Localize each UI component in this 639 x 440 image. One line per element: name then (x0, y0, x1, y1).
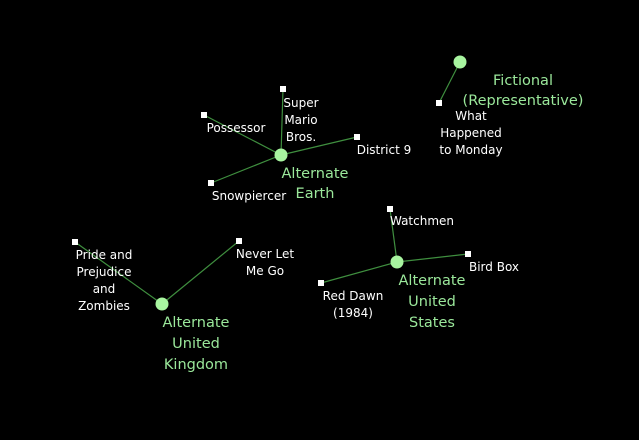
leaf-label-what-happened-line: to Monday (439, 143, 502, 157)
hub-label-earth-line: Earth (296, 186, 335, 202)
hub-node-earth (274, 148, 288, 162)
leaf-label-pride-prejudice-line: Prejudice (77, 265, 132, 279)
hub-label-uk-line: Alternate (163, 315, 230, 331)
leaf-label-possessor-line: Possessor (207, 121, 266, 135)
leaf-label-what-happened-line: What (455, 109, 487, 123)
leaf-label-bird-box-line: Bird Box (469, 260, 519, 274)
leaf-label-super-mario-line: Super (283, 96, 318, 110)
leaf-label-pride-prejudice-line: and (93, 282, 116, 296)
leaf-label-district-9-line: District 9 (357, 143, 412, 157)
leaf-label-never-let-me-go: Never Let Me Go (236, 247, 294, 278)
edge-us-bird-box (396, 253, 469, 263)
hub-label-us-line: States (409, 315, 455, 331)
hub-label-us-line: United (408, 294, 456, 310)
leaf-label-red-dawn-line: Red Dawn (323, 289, 384, 303)
hub-label-uk-line: Kingdom (164, 357, 228, 373)
edge-uk-pride-prejudice (74, 241, 163, 305)
hub-label-fictional-line: (Representative) (463, 93, 584, 109)
leaf-node-pride-prejudice (72, 239, 78, 245)
leaf-node-bird-box (465, 251, 471, 257)
leaf-node-super-mario (280, 86, 286, 92)
edges-layer (74, 61, 469, 305)
edge-us-watchmen (389, 208, 398, 263)
hub-label-us-line: Alternate (399, 273, 466, 289)
edge-earth-snowpiercer (210, 154, 282, 184)
leaf-label-district-9: District 9 (357, 143, 412, 157)
edge-earth-super-mario (280, 88, 284, 156)
hub-node-us (390, 255, 404, 269)
leaf-label-never-let-me-go-line: Never Let (236, 247, 294, 261)
leaf-label-super-mario-line: Mario (284, 113, 317, 127)
leaf-label-red-dawn-line: (1984) (333, 306, 373, 320)
leaf-node-possessor (201, 112, 207, 118)
edge-us-red-dawn (320, 261, 398, 284)
hub-node-uk (155, 297, 169, 311)
leaf-node-watchmen (387, 206, 393, 212)
edge-earth-district-9 (280, 136, 358, 156)
edge-uk-never-let-me-go (161, 240, 240, 305)
hub-node-fictional (453, 55, 467, 69)
edge-fictional-what-happened (438, 61, 461, 104)
leaf-node-red-dawn (318, 280, 324, 286)
edge-earth-possessor (203, 114, 282, 156)
leaf-label-watchmen: Watchmen (390, 214, 454, 228)
leaf-label-bird-box: Bird Box (469, 260, 519, 274)
leaf-node-district-9 (354, 134, 360, 140)
leaf-label-super-mario-line: Bros. (286, 130, 316, 144)
leaf-label-red-dawn: Red Dawn (1984) (323, 289, 384, 320)
hub-label-uk-line: United (172, 336, 220, 352)
hub-label-fictional-line: Fictional (493, 73, 553, 89)
leaf-label-pride-prejudice-line: Zombies (78, 299, 130, 313)
leaf-label-snowpiercer-line: Snowpiercer (212, 189, 286, 203)
leaf-label-snowpiercer: Snowpiercer (212, 189, 286, 203)
leaf-label-never-let-me-go-line: Me Go (246, 264, 284, 278)
hub-label-fictional: Fictional (Representative) (463, 73, 584, 109)
leaf-node-what-happened (436, 100, 442, 106)
leaf-node-never-let-me-go (236, 238, 242, 244)
leaf-label-what-happened-line: Happened (440, 126, 502, 140)
leaf-label-watchmen-line: Watchmen (390, 214, 454, 228)
leaf-node-snowpiercer (208, 180, 214, 186)
hub-label-earth-line: Alternate (282, 166, 349, 182)
leaf-label-pride-prejudice-line: Pride and (76, 248, 133, 262)
leaf-label-possessor: Possessor (207, 121, 266, 135)
nodes-layer (72, 55, 471, 311)
